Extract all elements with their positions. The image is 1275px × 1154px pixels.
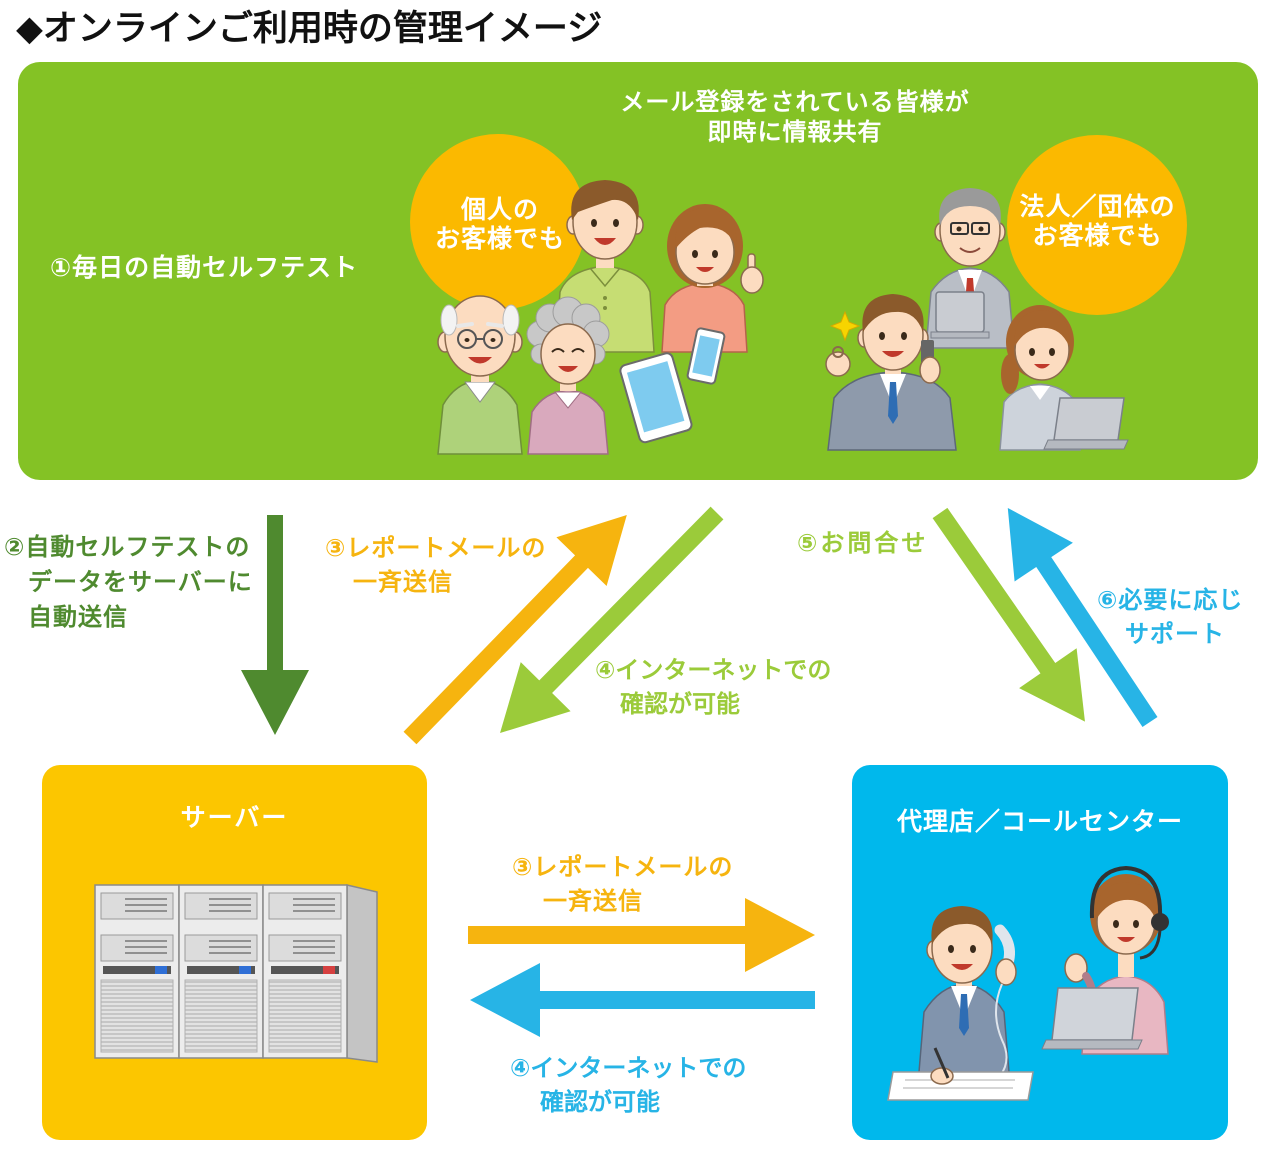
step3-users-line1: ③レポートメールの [325,534,547,562]
individual-badge-label: 個人の お客様でも [415,195,585,253]
tablet-device [619,352,693,444]
step6-label: ⑥必要に応じ サポート [1097,583,1243,651]
agency-panel-label: 代理店／コールセンター [896,807,1183,836]
step4-agency-line2: 確認が可能 [540,1088,660,1116]
server-unit [262,884,348,1059]
pen-icon [933,1047,950,1079]
arrow-inquiry-to-agency [932,507,1085,722]
step6-line1: ⑥必要に応じ [1097,586,1244,614]
call-center-illustration [887,865,1169,1101]
individual-badge-circle [410,134,586,310]
individual-badge-line1: 個人の [460,195,539,224]
individual-badge-line2: お客様でも [434,224,565,253]
person-senior-businessman [925,188,1015,349]
step5-label: ⑤お問合せ [797,529,929,557]
step4-agency-label: ④インターネットでの 確認が可能 [510,1051,746,1119]
arrow-report-mail-to-users [403,515,627,745]
person-elderly-woman [526,296,610,455]
desk-document [887,1047,1034,1101]
person-elderly-man [437,295,523,455]
corporate-badge-line2: お客様でも [1032,221,1163,250]
arrow-self-test-upload [241,515,309,735]
arrow-support-to-users [1007,507,1158,727]
step3-agency-line1: ③レポートメールの [512,853,734,881]
step3-users-line2: 一斉送信 [353,568,453,596]
step2-label: ②自動セルフテストの データをサーバーに 自動送信 [4,530,253,635]
server-panel-label: サーバー [180,803,289,832]
smartphone-device [686,327,726,385]
arrow-users-internet-check [500,506,724,734]
person-young-woman [661,204,764,353]
corporate-badge-circle [1007,135,1187,315]
step3-agency-line2: 一斉送信 [543,887,643,915]
arrow-agency-internet-check [470,963,815,1037]
users-panel-header: メール登録をされている皆様が 即時に情報共有 [590,87,1000,147]
sparkle-icon [829,310,861,342]
person-operator-man [917,906,1017,1085]
step3-agency-label: ③レポートメールの 一斉送信 [512,850,733,918]
corporate-badge-line1: 法人／団体の [1019,192,1176,221]
users-panel-header-line2: 即時に情報共有 [707,118,883,146]
step4-users-line2: 確認が可能 [620,690,740,718]
laptop-device [1041,987,1143,1050]
step1-label: ①毎日の自動セルフテスト [50,253,359,282]
step2-line1: ②自動セルフテストの [4,533,251,561]
step4-agency-line1: ④インターネットでの [510,1054,747,1082]
server-unit [94,884,180,1059]
step3-users-label: ③レポートメールの 一斉送信 [325,531,546,599]
laptop-device-back [930,291,990,339]
corporate-badge-label: 法人／団体の お客様でも [995,192,1200,250]
page-title: ◆オンラインご利用時の管理イメージ [16,9,603,49]
users-panel-header-line1: メール登録をされている皆様が [620,88,970,116]
server-unit [178,884,264,1059]
step2-line2: データをサーバーに [28,568,253,596]
arrow-report-mail-to-agency [468,898,815,972]
step6-line2: サポート [1125,620,1225,648]
person-businessman-on-phone [825,294,957,451]
step4-users-label: ④インターネットでの 確認が可能 [595,653,831,721]
headset-icon [1089,865,1163,919]
server-rack-illustration [94,884,378,1063]
step4-users-line1: ④インターネットでの [595,656,832,684]
laptop-device [1043,397,1129,450]
step2-line3: 自動送信 [28,603,128,631]
